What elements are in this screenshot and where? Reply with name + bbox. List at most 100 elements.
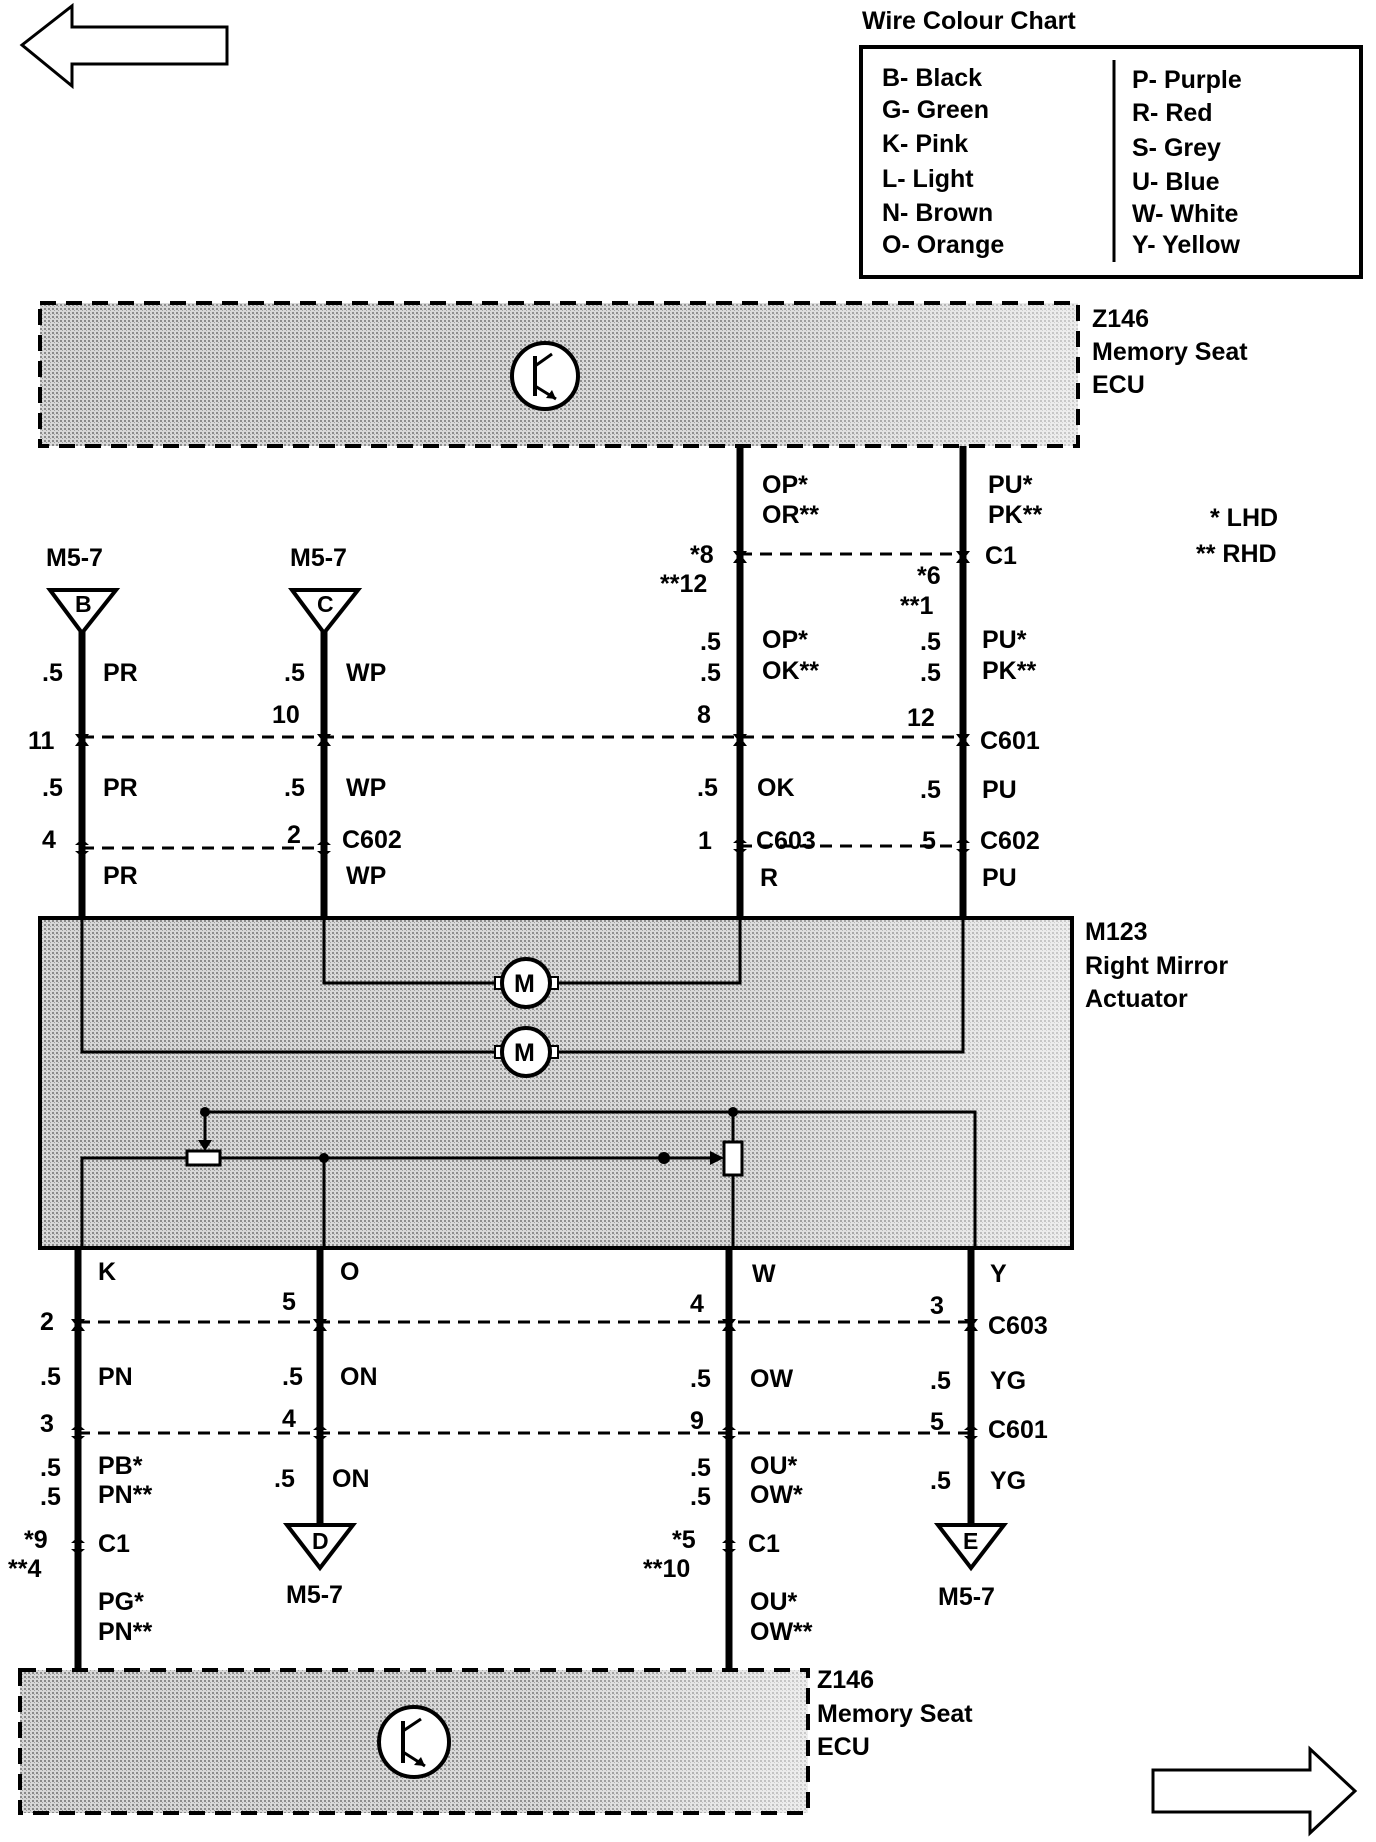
svg-text:C: C [317,591,334,617]
svg-text:PK**: PK** [982,657,1036,685]
svg-text:8: 8 [697,701,711,729]
next-page-arrow-icon[interactable] [1151,1745,1358,1837]
legend-item: B- Black [882,64,982,92]
svg-text:YG: YG [990,1467,1026,1495]
svg-text:.5: .5 [697,774,718,802]
connector-c602-label: C602 [342,826,402,854]
connector-c1-label: C1 [748,1530,780,1558]
svg-text:PU*: PU* [988,471,1033,499]
svg-text:YG: YG [990,1367,1026,1395]
svg-text:.5: .5 [700,628,721,656]
connector-c602-label: C602 [980,827,1040,855]
svg-text:9: 9 [690,1407,704,1435]
legend-item: K- Pink [882,130,968,158]
svg-text:.5: .5 [920,776,941,804]
legend-item: R- Red [1132,99,1213,127]
svg-text:.5: .5 [920,628,941,656]
svg-text:.5: .5 [42,659,63,687]
svg-text:**12: **12 [660,570,707,598]
bottom-wire-labels: K O W Y 2 5 4 3 C603 .5 PN .5 ON .5 OW .… [8,1258,1048,1646]
svg-text:PR: PR [103,862,138,890]
svg-text:PN**: PN** [98,1481,152,1509]
svg-text:*8: *8 [690,541,714,569]
svg-text:.5: .5 [284,774,305,802]
svg-text:.5: .5 [40,1454,61,1482]
svg-text:4: 4 [282,1405,296,1433]
svg-text:OP*: OP* [762,626,808,654]
svg-text:PN**: PN** [98,1618,152,1646]
ecu-bottom-box: Z146 Memory Seat ECU [18,1666,973,1815]
svg-text:Y: Y [990,1260,1007,1288]
svg-text:WP: WP [346,774,386,802]
connector-pins-bottom [71,1319,978,1555]
ecu-top-name: Memory Seat [1092,338,1248,366]
terminal-b[interactable]: B M5-7 [46,544,121,637]
svg-text:10: 10 [272,701,300,729]
svg-text:**1: **1 [900,592,933,620]
svg-text:D: D [312,1528,329,1554]
legend-item: U- Blue [1132,168,1220,196]
svg-text:E: E [963,1528,978,1554]
connector-lines-bottom [78,1320,971,1435]
actuator-id: M123 [1085,918,1148,946]
terminal-c[interactable]: C M5-7 [288,544,363,637]
potentiometer-icon [185,1107,222,1167]
svg-text:ON: ON [340,1363,378,1391]
connector-c601-label: C601 [988,1416,1048,1444]
svg-text:.5: .5 [282,1363,303,1391]
svg-text:.5: .5 [42,774,63,802]
terminal-d[interactable]: D M5-7 [282,1523,358,1609]
motor-icon: M [514,1039,535,1067]
svg-text:OK**: OK** [762,657,819,685]
note-lhd: * LHD [1210,504,1278,532]
top-wire-labels: OP* OR** PU* PK** *8 **12 *6 **1 C1 .5 .… [28,471,1042,892]
svg-text:.5: .5 [40,1363,61,1391]
terminal-e[interactable]: E M5-7 [933,1523,1009,1611]
svg-text:5: 5 [922,827,936,855]
svg-text:.5: .5 [700,659,721,687]
svg-text:11: 11 [28,727,55,755]
svg-text:.5: .5 [690,1454,711,1482]
svg-text:1: 1 [698,827,712,855]
svg-text:PN: PN [98,1363,133,1391]
svg-text:OP*: OP* [762,471,808,499]
svg-text:.5: .5 [40,1483,61,1511]
prev-page-arrow-icon[interactable] [19,2,229,90]
svg-text:3: 3 [40,1410,54,1438]
ecu-top-id: Z146 [1092,305,1149,333]
svg-text:PR: PR [103,659,138,687]
svg-text:.5: .5 [284,659,305,687]
svg-text:4: 4 [690,1290,704,1318]
terminal-c-ref: M5-7 [290,544,347,572]
ecu-top-name-2: ECU [1092,371,1145,399]
svg-text:.5: .5 [690,1365,711,1393]
actuator-internal-wiring [80,918,977,1248]
svg-text:PU: PU [982,776,1017,804]
terminal-e-ref: M5-7 [938,1583,995,1611]
motor-icon: M [514,970,535,998]
ecu-bottom-id: Z146 [817,1666,874,1694]
terminal-d-ref: M5-7 [286,1581,343,1609]
svg-text:12: 12 [907,704,935,732]
svg-text:PU: PU [982,864,1017,892]
motor-1: M [494,957,559,1009]
legend-item: N- Brown [882,199,993,227]
svg-text:PU*: PU* [982,626,1027,654]
svg-text:**10: **10 [643,1555,690,1583]
svg-text:WP: WP [346,659,386,687]
connector-c1-label: C1 [985,542,1017,570]
svg-text:PR: PR [103,774,138,802]
legend-item: G- Green [882,96,989,124]
svg-text:OU*: OU* [750,1452,798,1480]
connector-lines-top [82,552,963,850]
svg-text:PG*: PG* [98,1588,144,1616]
svg-text:.5: .5 [920,659,941,687]
svg-text:OW**: OW** [750,1618,813,1646]
svg-text:5: 5 [930,1408,944,1436]
svg-text:WP: WP [346,862,386,890]
svg-text:.5: .5 [690,1483,711,1511]
svg-text:**4: **4 [8,1555,41,1583]
svg-text:OR**: OR** [762,501,819,529]
terminal-b-ref: M5-7 [46,544,103,572]
